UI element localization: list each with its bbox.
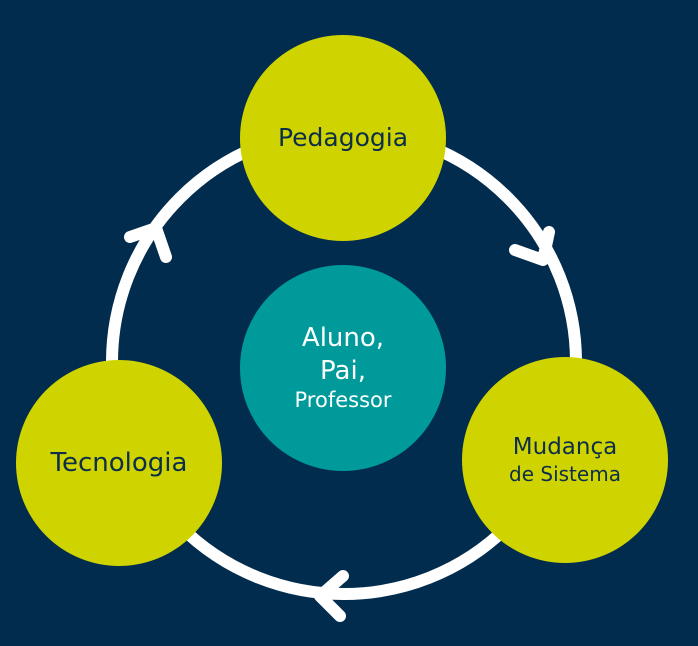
- node-label: Pedagogia: [277, 123, 409, 153]
- node-label-line1: Mudança: [512, 434, 618, 461]
- node-label-line2: de Sistema: [509, 461, 621, 486]
- arrow-up-icon: [124, 222, 172, 263]
- node-label-line3: Professor: [294, 388, 392, 413]
- arrow-down-icon: [509, 226, 555, 266]
- node-label-line1: Aluno,: [301, 323, 385, 354]
- node-label: Tecnologia: [50, 447, 188, 478]
- node-center: Aluno, Pai, Professor: [240, 265, 446, 471]
- arrow-left-icon: [314, 570, 349, 622]
- node-tecnologia: Tecnologia: [16, 360, 222, 566]
- node-label-line2: Pai,: [320, 355, 366, 386]
- node-pedagogia: Pedagogia: [240, 35, 446, 241]
- node-mudanca-de-sistema: Mudança de Sistema: [462, 357, 668, 563]
